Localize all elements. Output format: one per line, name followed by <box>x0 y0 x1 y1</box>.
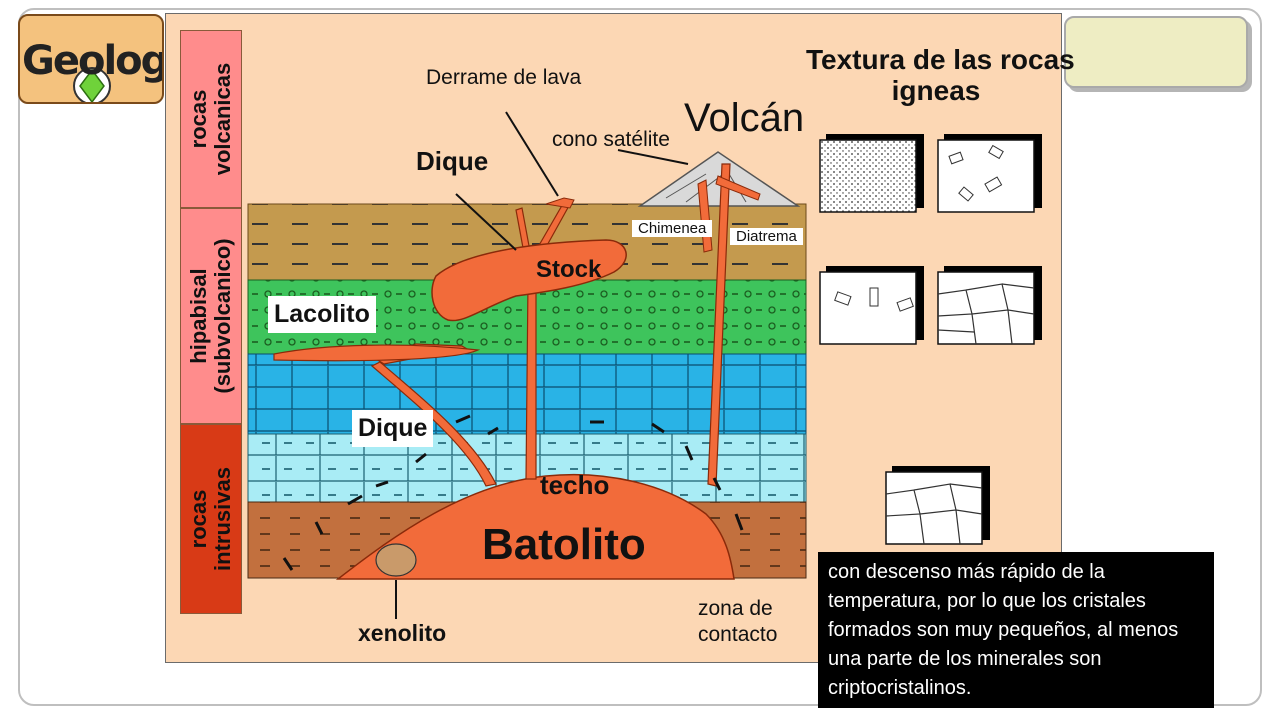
label-zona-contacto: zona de contacto <box>698 597 778 646</box>
label-dique-low: Dique <box>352 410 434 447</box>
label-dique-top: Dique <box>416 146 489 176</box>
label-chimenea: Chimenea <box>632 220 713 237</box>
label-derrame: Derrame de lava <box>426 66 582 89</box>
geology-cross-section <box>247 111 1042 619</box>
side-band-hypabyssal: hipabisal (subvolcanico) <box>180 208 242 424</box>
label-stock: Stock <box>536 256 602 283</box>
logo-text: Geología <box>22 38 164 84</box>
label-cono: cono satélite <box>552 128 670 151</box>
side-band-volcanic-label: rocas volcanicas <box>186 62 235 176</box>
label-volcan: Volcán <box>684 96 805 140</box>
label-batolito: Batolito <box>482 520 646 569</box>
igneous-rocks-diagram: rocas volcanicas hipabisal (subvolcanico… <box>165 13 1075 663</box>
label-diatrema: Diatrema <box>730 228 803 245</box>
title-placeholder-box <box>1064 16 1248 88</box>
phenocryst-texture <box>819 266 924 345</box>
side-band-intrusive: rocas intrusivas <box>180 424 242 614</box>
logo-emblem-icon <box>73 67 111 102</box>
side-band-volcanic: rocas volcanicas <box>180 30 242 208</box>
texture-title: Textura de las rocas igneas <box>806 44 1075 106</box>
label-techo: techo <box>540 470 610 500</box>
coarse-grained-texture <box>937 266 1042 345</box>
side-band-hypabyssal-label: hipabisal (subvolcanico) <box>186 238 235 394</box>
fine-grained-texture <box>819 134 924 213</box>
label-xenolito: xenolito <box>358 620 447 646</box>
label-lacolito: Lacolito <box>268 296 376 333</box>
geologia-logo: Geología <box>18 14 164 104</box>
caption-text: con descenso más rápido de la temperatur… <box>818 552 1214 708</box>
coarse-grained-texture-2 <box>885 466 990 545</box>
side-band-intrusive-label: rocas intrusivas <box>186 467 235 571</box>
porphyritic-texture <box>937 134 1042 213</box>
